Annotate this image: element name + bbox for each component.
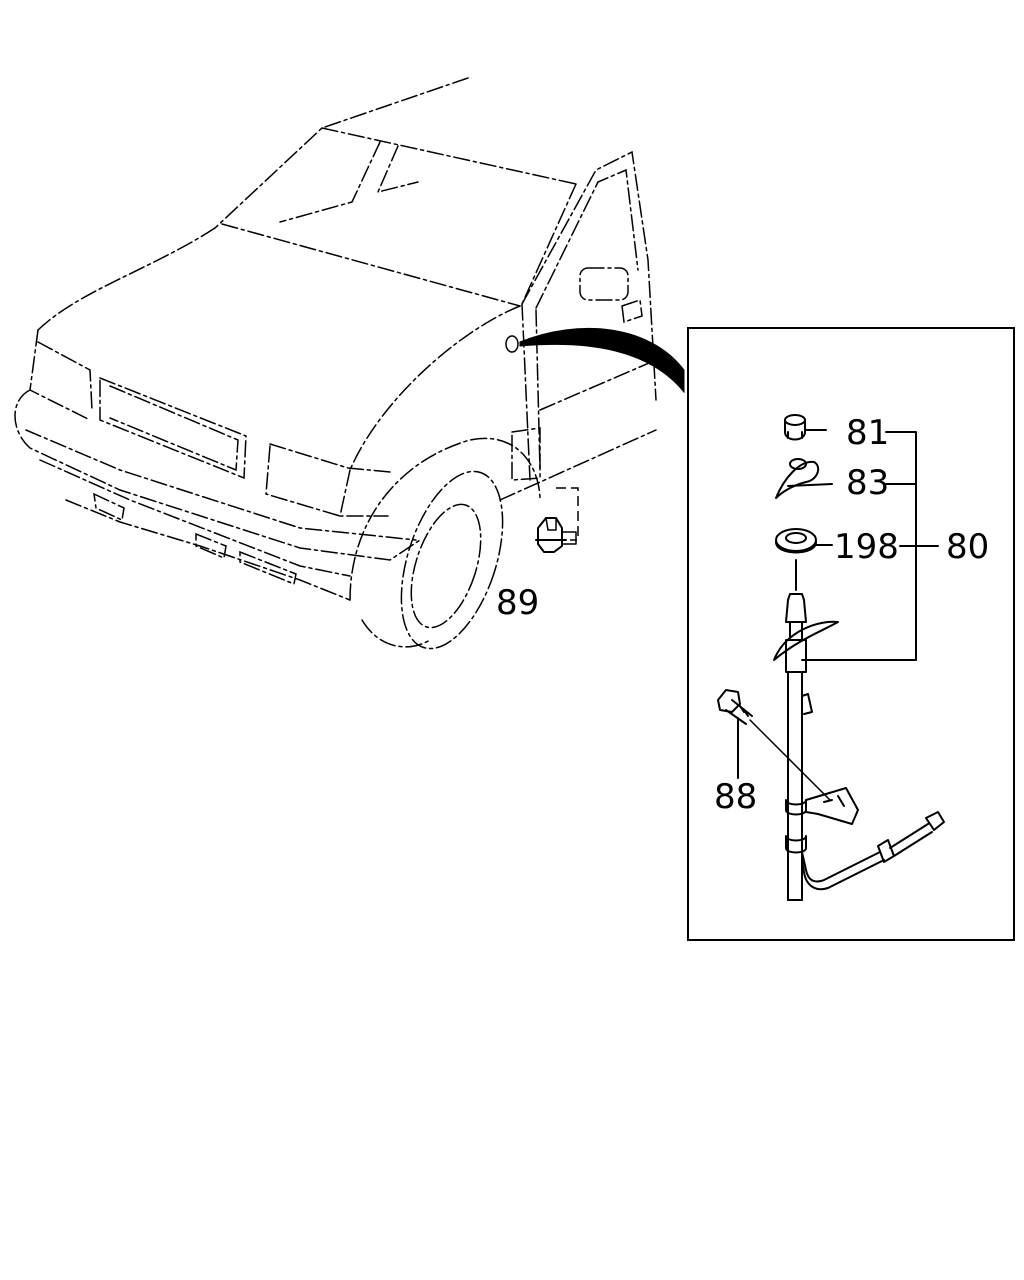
label-part-198: 198 <box>834 527 899 567</box>
group-bracket-80 <box>801 431 939 661</box>
antenna-mast <box>773 593 945 901</box>
vehicle-outline <box>14 77 657 650</box>
part-81-cap <box>784 414 827 441</box>
part-198-base <box>775 528 833 554</box>
detail-box <box>687 327 1015 941</box>
label-part-80: 80 <box>946 527 989 567</box>
detail-callout-band <box>519 327 685 394</box>
part-88-bolt <box>717 689 831 801</box>
label-part-89: 89 <box>496 583 539 623</box>
part-89-grommet <box>535 517 577 553</box>
label-part-81: 81 <box>846 413 889 453</box>
label-part-88: 88 <box>714 777 757 817</box>
antenna-mount-hole <box>505 335 519 353</box>
part-83-pad <box>775 458 833 499</box>
label-part-83: 83 <box>846 463 889 503</box>
